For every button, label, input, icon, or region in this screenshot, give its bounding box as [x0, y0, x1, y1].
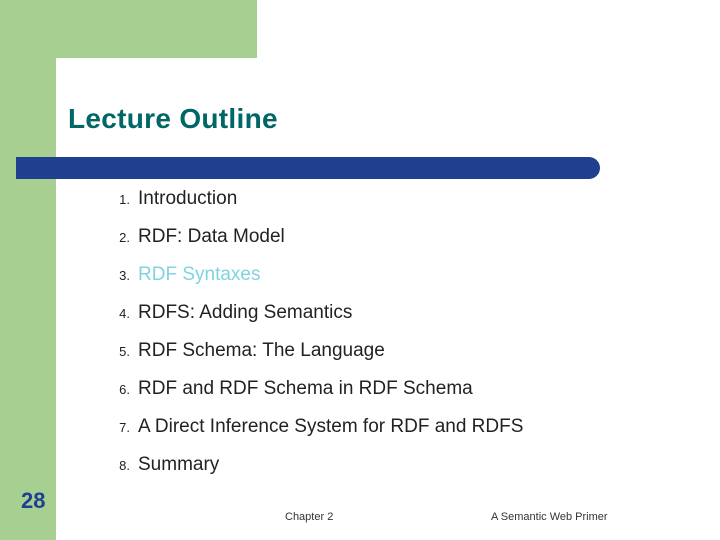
decorative-blue-bar	[16, 157, 600, 179]
footer-chapter: Chapter 2	[285, 511, 334, 523]
list-item: 7. A Direct Inference System for RDF and…	[96, 416, 696, 454]
list-item-number: 1.	[119, 192, 130, 207]
list-item-number: 7.	[119, 420, 130, 435]
footer-book-title: A Semantic Web Primer	[491, 511, 608, 523]
decorative-corner-notch	[56, 58, 258, 98]
decorative-green-band	[0, 0, 56, 540]
list-item-label: RDF Syntaxes	[138, 264, 261, 285]
list-item: 2. RDF: Data Model	[96, 226, 696, 264]
decorative-blue-bar-cap	[16, 157, 46, 179]
list-item: 6. RDF and RDF Schema in RDF Schema	[96, 378, 696, 416]
list-item: 3. RDF Syntaxes	[96, 264, 696, 302]
list-item-number: 6.	[119, 382, 130, 397]
list-item: 1. Introduction	[96, 188, 696, 226]
decorative-green-top-block	[0, 0, 257, 58]
list-item: 5. RDF Schema: The Language	[96, 340, 696, 378]
list-item-number: 5.	[119, 344, 130, 359]
outline-list: 1. Introduction 2. RDF: Data Model 3. RD…	[96, 188, 696, 492]
list-item-number: 8.	[119, 458, 130, 473]
list-item-label: RDF Schema: The Language	[138, 340, 385, 361]
page-title: Lecture Outline	[68, 103, 278, 134]
page-number: 28	[21, 488, 46, 513]
list-item-label: RDFS: Adding Semantics	[138, 302, 353, 323]
list-item-number: 3.	[119, 268, 130, 283]
list-item-label: Summary	[138, 454, 220, 475]
list-item: 8. Summary	[96, 454, 696, 492]
list-item-label: A Direct Inference System for RDF and RD…	[138, 416, 524, 437]
list-item-label: RDF and RDF Schema in RDF Schema	[138, 378, 473, 399]
list-item-number: 4.	[119, 306, 130, 321]
list-item-number: 2.	[119, 230, 130, 245]
list-item-label: Introduction	[138, 188, 238, 209]
list-item: 4. RDFS: Adding Semantics	[96, 302, 696, 340]
list-item-label: RDF: Data Model	[138, 226, 285, 247]
